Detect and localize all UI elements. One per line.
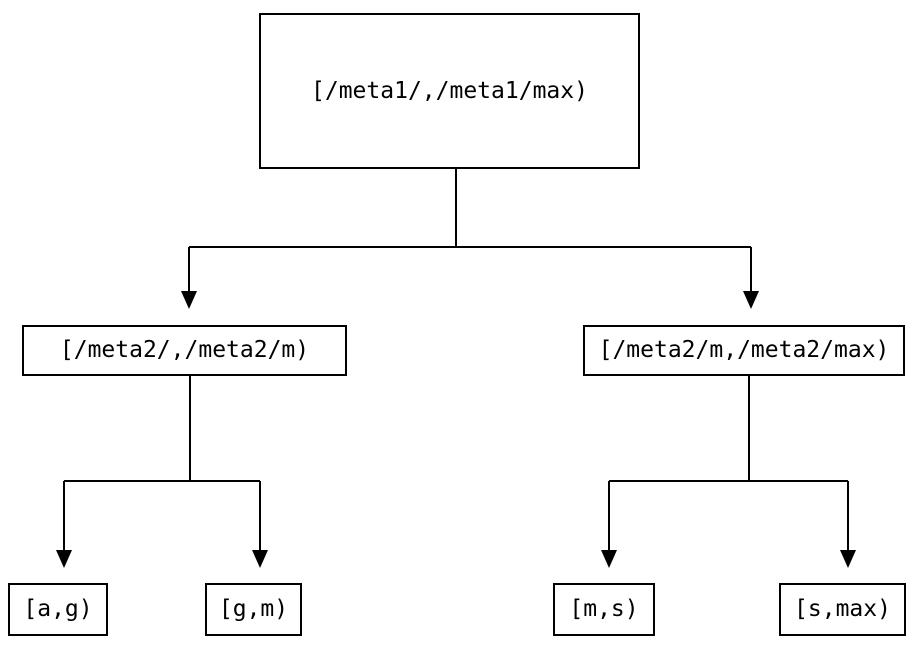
node-leaf-range-smax: [s,max) [779, 583, 906, 636]
node-leaf-range-ag: [a,g) [8, 583, 108, 636]
node-meta2-right-range: [/meta2/m,/meta2/max) [583, 325, 905, 376]
node-leaf-range-ms: [m,s) [553, 583, 655, 636]
arrowhead-icon [181, 291, 197, 309]
node-meta2-left-range: [/meta2/,/meta2/m) [22, 325, 347, 376]
arrowhead-icon [840, 550, 856, 568]
arrowhead-icon [56, 550, 72, 568]
arrowhead-icon [601, 550, 617, 568]
arrowhead-icon [252, 550, 268, 568]
node-root-range: [/meta1/,/meta1/max) [259, 13, 640, 169]
arrowhead-icon [743, 291, 759, 309]
node-leaf-range-gm: [g,m) [205, 583, 302, 636]
